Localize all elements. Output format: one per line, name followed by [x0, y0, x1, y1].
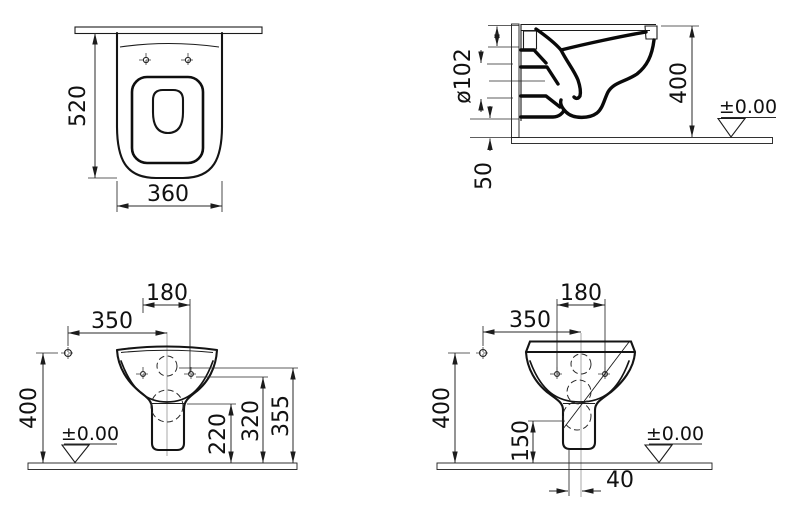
dim-supply-offset-label: 350	[91, 309, 133, 334]
supply-point-centermarks	[476, 347, 490, 359]
dim-hole-spacing-label: 180	[560, 281, 602, 306]
bowl-inner-arc	[529, 360, 630, 403]
seat-front-edge	[644, 25, 658, 40]
bowl-rim-outline	[130, 75, 205, 165]
outlet-circle-upper	[566, 379, 592, 405]
rim-inner-edge	[120, 349, 214, 354]
pan-outline-top	[115, 31, 224, 180]
dim-supply-offset-label: 350	[509, 308, 551, 333]
wall-section-bar	[74, 26, 263, 35]
side-section-view: ø102 50 400 ±0.00	[451, 23, 777, 190]
floor-section-bar	[511, 137, 773, 144]
outlet-pipe-top	[519, 65, 560, 86]
fixing-hole-centermarks	[136, 367, 198, 381]
dim-height-label: 400	[17, 387, 42, 429]
mounting-foot	[519, 108, 566, 119]
datum-label: ±0.00	[719, 96, 777, 118]
dim-height-label: 400	[430, 387, 455, 429]
dim-hole-height-label: 320	[239, 400, 264, 442]
top-view: 520 360	[66, 26, 263, 212]
dim-width-label: 360	[147, 182, 189, 207]
bowl-outer-profile	[558, 38, 656, 120]
outlet-circle	[150, 389, 184, 423]
trap-curve	[559, 48, 583, 101]
dim-depth-label: 520	[66, 85, 91, 127]
water-area-outline	[151, 88, 185, 135]
seat-band	[524, 340, 637, 354]
datum-label: ±0.00	[61, 423, 119, 445]
bowl-inner-arc	[120, 360, 214, 403]
datum-triangle	[60, 444, 91, 464]
outlet-circle-lower	[562, 401, 592, 431]
water-inlet-circle	[156, 355, 178, 377]
water-inlet-circle	[570, 353, 592, 375]
dim-hole-spacing-label: 180	[146, 281, 188, 306]
hinge-hole-centermarks	[139, 53, 195, 67]
outlet-pipe-bottom	[519, 94, 562, 109]
pan-outline-front	[524, 350, 637, 451]
datum-label: ±0.00	[646, 423, 704, 445]
dim-trap-height-label: 150	[509, 420, 534, 462]
floor-section-bar	[436, 462, 713, 470]
dim-clearance-label: 50	[472, 162, 497, 190]
supply-point-centermarks	[61, 347, 75, 359]
front-view-alt: 180 350 400 150 ±0.00	[430, 281, 713, 497]
fixing-hole-section	[522, 30, 538, 50]
ext-lines-left	[470, 25, 519, 138]
dim-outlet-diameter-label: ø102	[451, 48, 476, 103]
ext-lines-holes	[556, 299, 606, 374]
front-view: 180 350 400 ±0.00 220 320 355	[17, 281, 298, 470]
dim-supply-height-label: 355	[269, 395, 294, 437]
bowl-rim-section	[534, 27, 648, 52]
dim-outlet-offset-label: 40	[606, 468, 634, 493]
section-diagonal-line	[562, 341, 630, 430]
seat-top-lines	[521, 23, 656, 32]
floor-section-bar	[27, 462, 298, 470]
datum-triangle	[716, 117, 747, 138]
seat-edge-line	[119, 42, 220, 48]
ext-lines-heights	[179, 367, 298, 405]
fixing-hole-centermarks	[550, 367, 612, 381]
dim-outlet-height-label: 220	[206, 413, 231, 455]
upper-ledge	[519, 48, 548, 65]
dim-height-label: 400	[667, 62, 692, 104]
datum-triangle	[643, 444, 674, 464]
